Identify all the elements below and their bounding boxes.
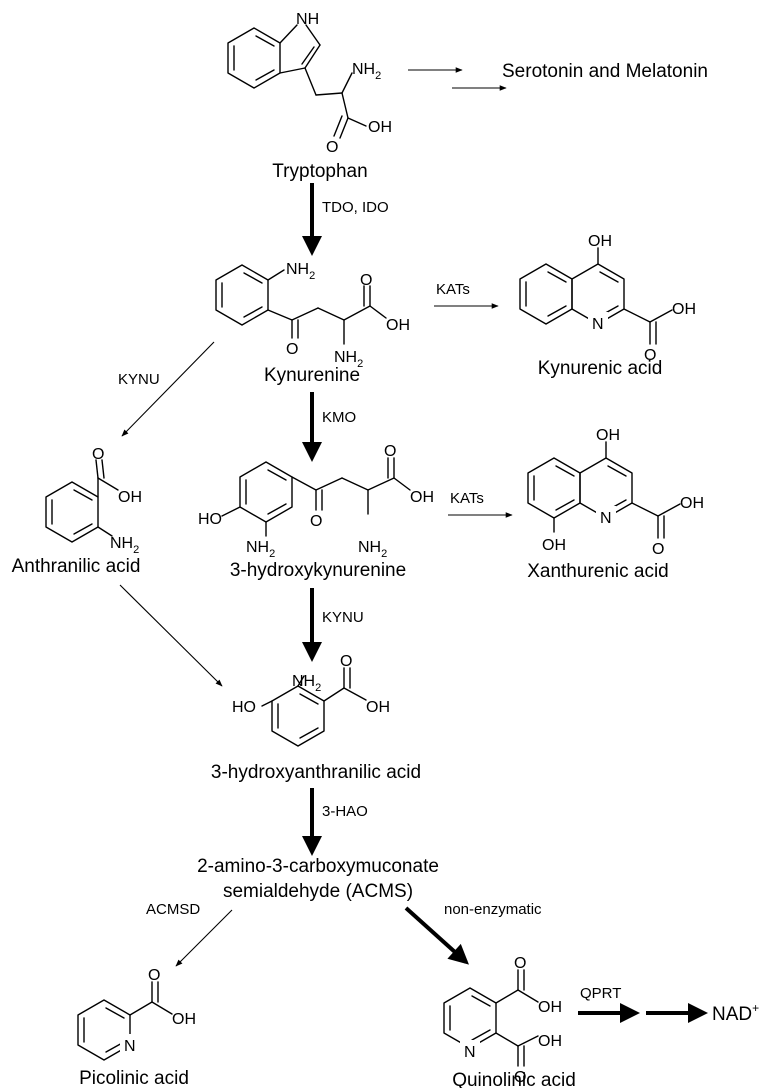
xanthurenic-oh-label: OH	[680, 495, 704, 512]
hydroxykynurenine-nh2-ring-label: NH2	[246, 539, 275, 560]
quinolinic-o-bottom-label: O	[514, 1069, 526, 1086]
anthranilic-acid-structure: O OH NH2	[45, 446, 142, 556]
kynurenic-n-label: N	[592, 316, 604, 333]
anthranilic-to-hydroxyanthranilic-arrow	[119, 584, 223, 687]
hydroxykynurenine-nh2-label: NH2	[358, 539, 387, 560]
picolinic-acid-label: Picolinic acid	[79, 1068, 189, 1088]
serotonin-melatonin-label: Serotonin and Melatonin	[502, 61, 708, 82]
anthranilic-oh-label: OH	[118, 489, 142, 506]
non-enzymatic-arrow	[404, 906, 469, 965]
kynurenine-label: Kynurenine	[264, 365, 360, 386]
kats-label-1: KATs	[436, 281, 470, 298]
acmsd-label: ACMSD	[146, 901, 200, 918]
kynurenic-oh-label: OH	[672, 301, 696, 318]
quinolinic-oh-top-label: OH	[538, 999, 562, 1016]
xanthurenic-acid-label: Xanthurenic acid	[527, 561, 669, 582]
qprt-label: QPRT	[580, 985, 621, 1002]
hydroxykynurenine-structure: HO NH2 O NH2 O OH	[198, 443, 434, 560]
tryptophan-nh-label: NH	[296, 11, 319, 28]
xanthurenic-o-label: O	[652, 541, 664, 558]
picolinic-oh-label: OH	[172, 1011, 196, 1028]
tryptophan-oh-label: OH	[368, 119, 392, 136]
kynurenine-o-top-label: O	[360, 272, 372, 289]
anthranilic-nh2-label: NH2	[110, 535, 139, 556]
xanthurenic-oh-top-label: OH	[596, 427, 620, 444]
kynurenine-o-label: O	[286, 341, 298, 358]
nad-label: NAD+	[712, 1001, 759, 1025]
tdo-ido-label: TDO, IDO	[322, 199, 389, 216]
kynu-label-2: KYNU	[322, 609, 364, 626]
quinolinic-o-top-label: O	[514, 955, 526, 972]
kynurenine-nh2-top-label: NH2	[286, 261, 315, 282]
quinolinic-n-label: N	[464, 1044, 476, 1061]
hydroxykynurenine-o-label: O	[310, 513, 322, 530]
hydroxyanthranilic-ho-label: HO	[232, 699, 256, 716]
hydroxyanthranilic-nh2-label: NH2	[292, 673, 321, 694]
non-enzymatic-label: non-enzymatic	[444, 901, 542, 918]
hydroxykynurenine-o-top-label: O	[384, 443, 396, 460]
picolinic-o-label: O	[148, 967, 160, 984]
kynurenine-structure: NH2 O NH2 O OH	[215, 261, 410, 370]
hydroxyanthranilic-acid-label: 3-hydroxyanthranilic acid	[211, 762, 421, 783]
tryptophan-label: Tryptophan	[272, 161, 367, 182]
kynurenic-o-label: O	[644, 347, 656, 364]
xanthurenic-acid-structure: N OH OH O OH	[527, 427, 704, 558]
acms-label-line2: semialdehyde (ACMS)	[223, 881, 413, 902]
kmo-label: KMO	[322, 409, 356, 426]
picolinic-acid-structure: N O OH	[77, 967, 196, 1061]
tryptophan-structure: NH NH2 O OH	[227, 11, 392, 156]
hydroxyanthranilic-acid-structure: HO NH2 O OH	[232, 653, 390, 747]
kynurenine-nh2-label: NH2	[334, 349, 363, 370]
hydroxykynurenine-ho-label: HO	[198, 511, 222, 528]
quinolinic-acid-label: Quinolinic acid	[452, 1070, 576, 1088]
kats-label-2: KATs	[450, 490, 484, 507]
kynurenic-acid-label: Kynurenic acid	[538, 358, 663, 379]
kynurenine-oh-label: OH	[386, 317, 410, 334]
xanthurenic-n-label: N	[600, 510, 612, 527]
acmsd-arrow	[175, 909, 233, 967]
xanthurenic-oh-bottom-label: OH	[542, 537, 566, 554]
hydroxykynurenine-oh-label: OH	[410, 489, 434, 506]
kynu-label-1: KYNU	[118, 371, 160, 388]
quinolinic-acid-structure: N O OH OH O	[443, 955, 562, 1086]
tryptophan-o-label: O	[326, 139, 338, 156]
hydroxykynurenine-label: 3-hydroxykynurenine	[230, 560, 406, 581]
hydroxyanthranilic-o-label: O	[340, 653, 352, 670]
picolinic-n-label: N	[124, 1038, 136, 1055]
kynurenic-oh-top-label: OH	[588, 233, 612, 250]
anthranilic-o-label: O	[92, 446, 104, 463]
acms-label-line1: 2-amino-3-carboxymuconate	[197, 856, 439, 877]
hao-label: 3-HAO	[322, 803, 368, 820]
anthranilic-acid-label: Anthranilic acid	[12, 556, 141, 577]
kynurenic-acid-structure: N OH O OH	[519, 233, 696, 364]
tryptophan-nh2-label: NH2	[352, 61, 381, 82]
hydroxyanthranilic-oh-label: OH	[366, 699, 390, 716]
quinolinic-oh-bottom-label: OH	[538, 1033, 562, 1050]
kynu-arrow-1	[121, 341, 215, 437]
